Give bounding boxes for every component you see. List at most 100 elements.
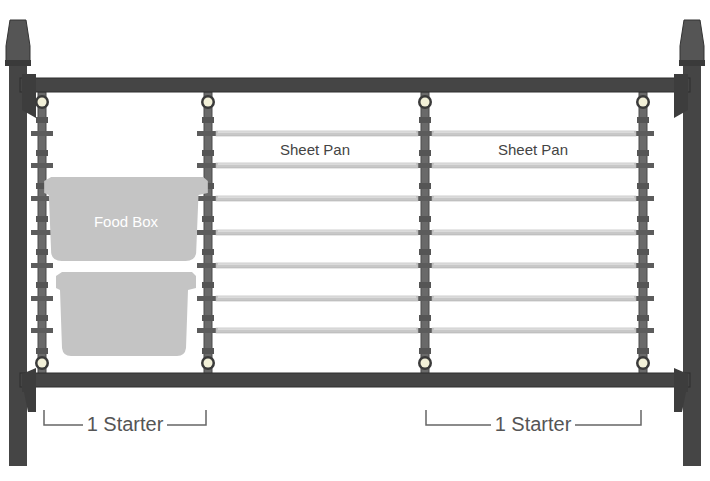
ladder-rails	[31, 92, 654, 374]
sheet-pan	[216, 131, 418, 136]
pan-highlight	[434, 132, 634, 133]
pan-highlight	[218, 197, 416, 198]
sheet-pan	[216, 328, 418, 333]
rail-dot-ring	[636, 95, 650, 109]
rail-dot	[421, 98, 430, 107]
corner-bracket	[674, 74, 688, 118]
sheet-pan	[432, 163, 636, 168]
sheet-pan	[432, 296, 636, 301]
pan-highlight	[434, 297, 634, 298]
sheet-pan	[216, 296, 418, 301]
ladder-clip	[36, 249, 48, 255]
rail-dot	[639, 98, 648, 107]
sheet-pan	[216, 196, 418, 201]
sheet-pan-label: Sheet Pan	[494, 141, 572, 158]
ladder-clip	[637, 216, 649, 222]
corner-bracket	[22, 368, 36, 392]
corner-bracket	[674, 392, 686, 412]
sheet-pan-label: Sheet Pan	[276, 141, 354, 158]
ladder-tab	[31, 131, 53, 136]
rail-dot-ring	[201, 356, 215, 370]
pan-highlight	[434, 197, 634, 198]
pan-highlight	[218, 231, 416, 232]
ladder-tab	[31, 296, 53, 301]
ladder-tab	[31, 328, 53, 333]
ladder-clip	[36, 150, 48, 156]
sheet-pan	[216, 230, 418, 235]
sheet-pan	[432, 131, 636, 136]
corner-bracket	[22, 74, 36, 118]
sheet-pan	[432, 328, 636, 333]
ladder-clip	[36, 282, 48, 288]
pan-highlight	[434, 164, 634, 165]
rail-dot	[204, 359, 213, 368]
post-collar	[679, 60, 705, 66]
pan-highlight	[434, 264, 634, 265]
sheet-pans	[216, 131, 636, 333]
pan-highlight	[218, 132, 416, 133]
ladder-clip	[202, 282, 214, 288]
ladder-clip	[637, 348, 649, 354]
ladder-clip	[419, 282, 431, 288]
pan-highlight	[218, 329, 416, 330]
rail-dot	[38, 98, 47, 107]
box-label: Food Box	[43, 213, 209, 230]
sheet-pan	[432, 230, 636, 235]
ladder-clip	[419, 117, 431, 123]
post-collar	[5, 60, 31, 66]
ladder-clip	[419, 216, 431, 222]
ladder-clip	[202, 348, 214, 354]
food-box: Food Box	[43, 177, 209, 261]
ladder-clip	[419, 315, 431, 321]
ladder-clip	[419, 348, 431, 354]
ladder-clip	[36, 348, 48, 354]
ladder-clip	[637, 282, 649, 288]
ladder-clip	[36, 117, 48, 123]
ladder-tab	[31, 230, 53, 235]
starter-label: 1 Starter	[491, 413, 576, 436]
left-post	[9, 58, 27, 466]
ladder-clip	[419, 150, 431, 156]
starter-label: 1 Starter	[83, 413, 168, 436]
ladder-clip	[637, 117, 649, 123]
rail-dot-ring	[418, 95, 432, 109]
rail-dots	[35, 95, 650, 370]
ladder-tab	[31, 163, 53, 168]
post-cap	[680, 20, 704, 62]
rail-dot	[639, 359, 648, 368]
pan-highlight	[218, 164, 416, 165]
bottom-rail	[20, 373, 690, 387]
sheet-pan	[432, 263, 636, 268]
corner-bracket	[24, 392, 36, 412]
ladder-clip	[202, 249, 214, 255]
right-post	[683, 58, 701, 466]
sheet-pan	[432, 196, 636, 201]
rail-dot	[421, 359, 430, 368]
corner-bracket	[674, 368, 688, 392]
pan-highlight	[218, 264, 416, 265]
pan-highlight	[434, 231, 634, 232]
sheet-pan	[216, 163, 418, 168]
ladder-clip	[202, 150, 214, 156]
rail-dot-ring	[35, 356, 49, 370]
post-cap	[6, 20, 30, 62]
rail-dot-ring	[418, 356, 432, 370]
rail-dot	[204, 98, 213, 107]
food-box	[56, 272, 196, 356]
ladder-clip	[637, 315, 649, 321]
ladder-clip	[637, 150, 649, 156]
ladder-clip	[419, 183, 431, 189]
ladder-clip	[36, 216, 48, 222]
pan-highlight	[218, 297, 416, 298]
pan-highlight	[434, 329, 634, 330]
rail-dot-ring	[201, 95, 215, 109]
ladder-clip	[202, 216, 214, 222]
rail-dot	[38, 359, 47, 368]
sheet-pan	[216, 263, 418, 268]
ladder-clip	[202, 117, 214, 123]
ladder-clip	[637, 249, 649, 255]
ladder-clip	[419, 249, 431, 255]
ladder-clip	[36, 315, 48, 321]
ladder-clip	[202, 315, 214, 321]
